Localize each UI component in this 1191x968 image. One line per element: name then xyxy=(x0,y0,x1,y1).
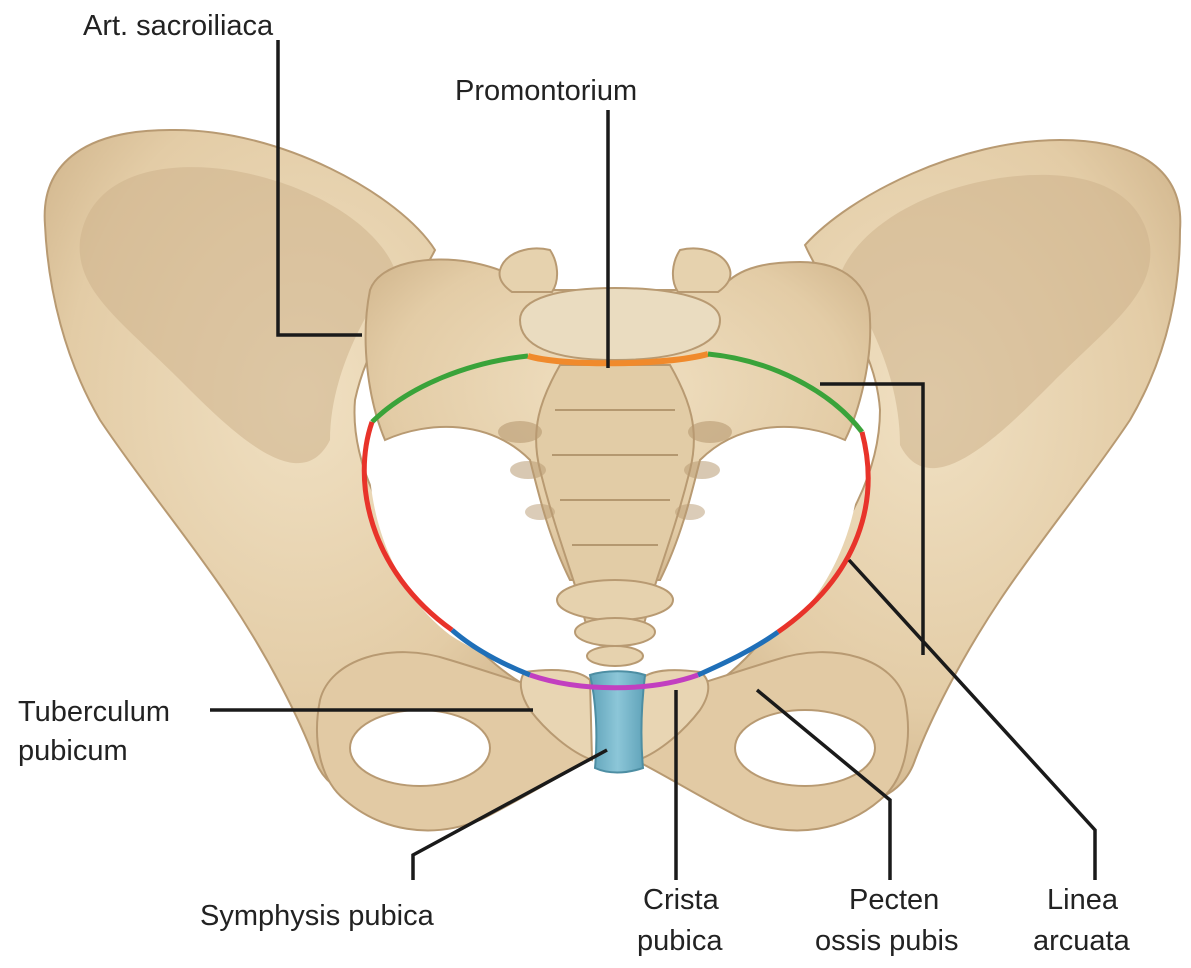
coccyx-segment-3 xyxy=(587,646,643,666)
label-pecten-1: Pecten xyxy=(849,884,939,916)
label-linea-arcuata-1: Linea xyxy=(1047,884,1119,916)
superior-articular-process-left xyxy=(500,248,558,292)
sacral-foramen-r1 xyxy=(688,421,732,443)
sacral-base xyxy=(520,288,720,360)
label-tuberculum-pubicum-1: Tuberculum xyxy=(18,696,170,728)
superior-articular-process-right xyxy=(673,248,731,292)
label-symphysis-pubica: Symphysis pubica xyxy=(200,900,435,932)
label-crista-pubica-2: pubica xyxy=(637,925,723,957)
left-obturator-foramen xyxy=(350,710,490,786)
label-linea-arcuata-2: arcuata xyxy=(1033,925,1131,957)
label-pecten-2: ossis pubis xyxy=(815,925,958,957)
label-crista-pubica-1: Crista xyxy=(643,884,720,916)
sacral-foramen-l2 xyxy=(510,461,546,479)
sacral-foramen-r3 xyxy=(675,504,705,520)
sacral-foramen-l1 xyxy=(498,421,542,443)
coccyx-segment-2 xyxy=(575,618,655,646)
right-obturator-foramen xyxy=(735,710,875,786)
sacral-foramen-l3 xyxy=(525,504,555,520)
coccyx-segment-1 xyxy=(557,580,673,620)
label-art-sacroiliaca: Art. sacroiliaca xyxy=(83,10,274,42)
label-tuberculum-pubicum-2: pubicum xyxy=(18,735,128,767)
label-promontorium: Promontorium xyxy=(455,75,637,107)
sacral-foramen-r2 xyxy=(684,461,720,479)
